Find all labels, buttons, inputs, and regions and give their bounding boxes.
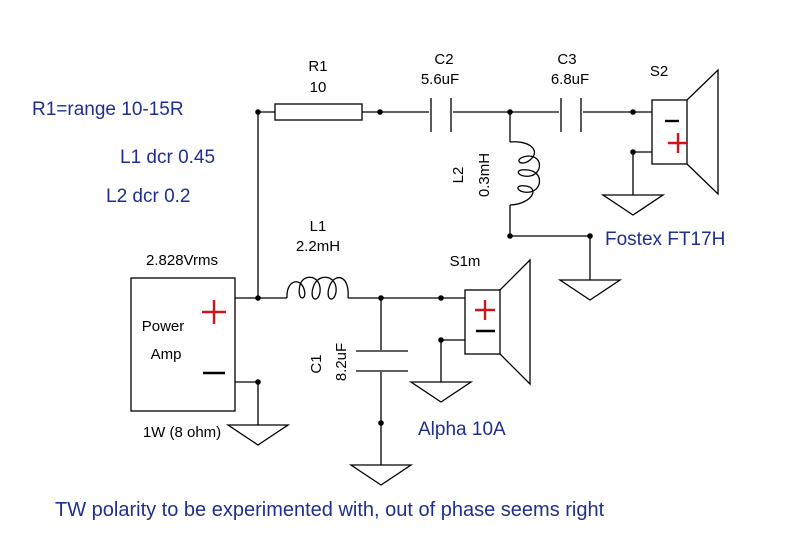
- ground-icon: [408, 381, 474, 403]
- wire-l2-bottom: [509, 205, 590, 237]
- junction-dot: [438, 337, 444, 343]
- amp-voltage: 2.828Vrms: [146, 252, 218, 269]
- junction-dot: [378, 295, 384, 301]
- wires: [235, 111, 652, 465]
- c1-ref: C1: [308, 354, 325, 373]
- l2-value: 0.3mH: [476, 153, 493, 197]
- note-l2-dcr: L2 dcr 0.2: [106, 186, 191, 207]
- inductor-l1-coil: [286, 276, 349, 300]
- c2-ref: C2: [434, 51, 453, 68]
- capacitor-c1: C1 8.2uF: [308, 343, 408, 381]
- l1-ref: L1: [310, 218, 327, 235]
- c2-value: 5.6uF: [421, 71, 459, 88]
- resistor-r1-body: [274, 103, 363, 121]
- woofer-name: Alpha 10A: [418, 419, 506, 440]
- r1-ref: R1: [308, 58, 327, 75]
- c3-ref: C3: [557, 51, 576, 68]
- speaker-s1m-cone: [499, 258, 531, 386]
- speaker-s1m: S1m: [450, 253, 531, 386]
- amp-label-line2: Amp: [151, 346, 182, 363]
- speaker-s1m-magnet: [464, 289, 501, 355]
- notes: R1=range 10-15R L1 dcr 0.45 L2 dcr 0.2 F…: [32, 99, 725, 521]
- l2-ref: L2: [450, 167, 467, 184]
- inductor-l2: L2 0.3mH: [450, 141, 541, 206]
- speaker-s1m-plus-sign: [475, 300, 495, 320]
- note-l1-dcr: L1 dcr 0.45: [120, 147, 215, 168]
- speaker-s2-cone: [686, 68, 719, 196]
- c1-value: 8.2uF: [333, 343, 350, 381]
- amp-label-line1: Power: [142, 318, 185, 335]
- capacitor-c2: C2 5.6uF: [421, 51, 459, 132]
- junction-dot: [255, 295, 261, 301]
- junction-dots: [255, 109, 636, 426]
- power-amp-box: [130, 277, 236, 412]
- resistor-r1: R1 10: [274, 58, 363, 121]
- wire-amp-minus: [235, 381, 259, 425]
- junction-dot: [255, 379, 261, 385]
- ground-icon: [557, 279, 623, 301]
- junction-dot: [630, 149, 636, 155]
- junction-dot: [507, 109, 513, 115]
- c3-value: 6.8uF: [551, 71, 589, 88]
- note-r1-range: R1=range 10-15R: [32, 99, 184, 120]
- l1-value: 2.2mH: [296, 238, 340, 255]
- inductor-l1: L1 2.2mH: [286, 218, 349, 300]
- junction-dot: [630, 109, 636, 115]
- s2-ref: S2: [650, 63, 668, 80]
- amp-power: 1W (8 ohm): [143, 424, 221, 441]
- power-amp: Power Amp 2.828Vrms 1W (8 ohm): [130, 252, 236, 441]
- inductor-l2-coil: [509, 141, 541, 206]
- junction-dot: [255, 109, 261, 115]
- junction-dot: [507, 233, 513, 239]
- speaker-s2-magnet: [651, 99, 688, 165]
- speaker-s2-plus-sign: [668, 133, 688, 153]
- ground-icon: [225, 424, 291, 446]
- junction-dot: [587, 233, 593, 239]
- ground-symbols: [225, 194, 666, 486]
- speaker-s2: S2: [650, 63, 719, 196]
- tweeter-name: Fostex FT17H: [605, 229, 725, 250]
- ground-icon: [600, 194, 666, 216]
- wire-s1m-gnd: [440, 339, 465, 382]
- footer-note: TW polarity to be experimented with, out…: [55, 499, 605, 521]
- wire-s2-gnd: [632, 151, 652, 195]
- ground-icon: [348, 464, 414, 486]
- junction-dot: [378, 420, 384, 426]
- junction-dot: [438, 295, 444, 301]
- junction-dot: [377, 109, 383, 115]
- s1m-ref: S1m: [450, 253, 481, 270]
- capacitor-c3: C3 6.8uF: [551, 51, 589, 132]
- r1-value: 10: [310, 79, 327, 96]
- amp-plus-sign: [202, 300, 226, 324]
